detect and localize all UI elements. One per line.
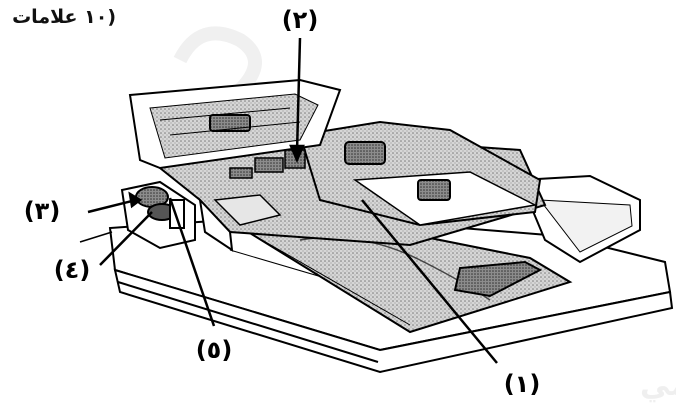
document-cover <box>518 174 641 264</box>
callout-1: (١) <box>504 370 541 398</box>
input-tray <box>213 120 542 227</box>
callout-5: (٥) <box>196 336 233 364</box>
callout-3: (٣) <box>24 197 61 225</box>
leader-line-2 <box>295 37 302 153</box>
leader-line-1 <box>361 199 498 364</box>
open-lid <box>128 78 342 170</box>
callout-4: (٤) <box>54 256 91 284</box>
side-knob-assembly <box>120 180 196 250</box>
watermark-text: من موقع الأوائل التعليمي <box>640 366 676 403</box>
leader-lines <box>87 37 498 364</box>
watermark: من موقع الأوائل التعليمي <box>173 26 676 403</box>
question-heading: (١٠ علامات <box>12 6 116 28</box>
leader-line-4 <box>99 211 153 266</box>
callout-2: (٢) <box>282 6 319 34</box>
leader-line-5 <box>168 197 216 327</box>
leader-line-3 <box>87 198 137 214</box>
